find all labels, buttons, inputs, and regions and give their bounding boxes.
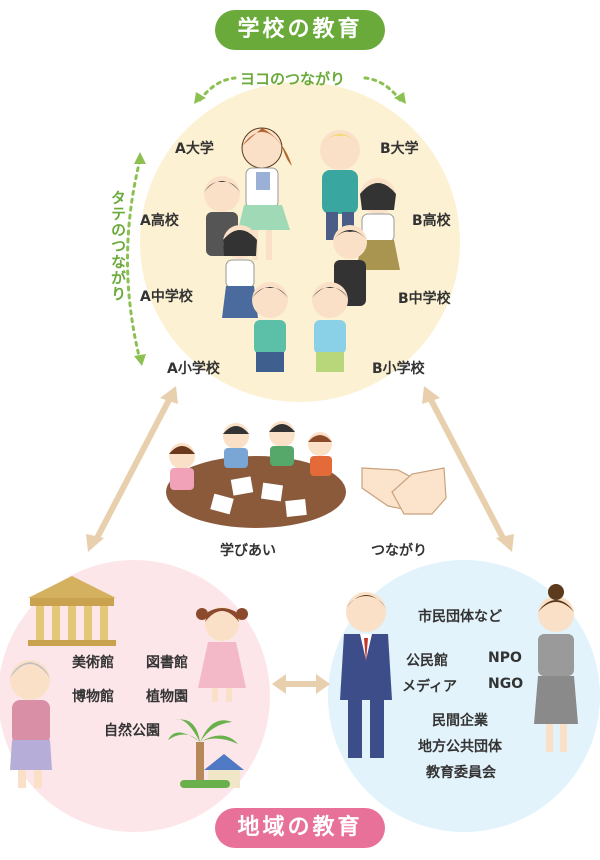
label-b-high: B高校 xyxy=(412,213,451,229)
label-npo: NPO xyxy=(488,650,522,666)
tate-arrowhead-bottom xyxy=(134,354,146,366)
office-lady-illustration xyxy=(534,584,578,752)
businessman-illustration xyxy=(340,592,392,758)
manabiai-illustration xyxy=(166,421,346,528)
tsunagari-label: つながり xyxy=(371,543,427,559)
girl-illustration xyxy=(196,607,248,702)
school-education-title: 学校の教育 xyxy=(215,10,385,50)
handshake-icon xyxy=(361,467,447,515)
tate-label: タテのつながり xyxy=(109,190,127,302)
museum-icon xyxy=(28,576,116,646)
park-icon xyxy=(168,719,244,788)
label-art-museum: 美術館 xyxy=(72,655,114,671)
tate-arrowhead-top xyxy=(134,152,146,164)
label-museum: 博物館 xyxy=(72,689,114,705)
manabiai-label: 学びあい xyxy=(220,543,276,559)
label-a-middle: A中学校 xyxy=(140,289,193,305)
label-private-company: 民間企業 xyxy=(432,713,488,729)
students-illustration xyxy=(204,127,400,372)
label-a-university: A大学 xyxy=(175,141,214,157)
label-nature-park: 自然公園 xyxy=(104,723,160,739)
label-ngo: NGO xyxy=(488,676,524,692)
yoko-arrowhead-left xyxy=(194,92,206,104)
label-library: 図書館 xyxy=(146,655,188,671)
label-b-elementary: B小学校 xyxy=(372,361,425,377)
tate-arrow xyxy=(126,158,142,362)
label-botanical-garden: 植物園 xyxy=(146,689,188,705)
label-a-elementary: A小学校 xyxy=(167,361,220,377)
yoko-arrowhead-right xyxy=(394,92,406,104)
yoko-label: ヨコのつながり xyxy=(240,70,346,88)
label-a-high: A高校 xyxy=(140,213,179,229)
label-b-university: B大学 xyxy=(380,141,419,157)
label-b-middle: B中学校 xyxy=(398,291,451,307)
label-citizen-groups: 市民団体など xyxy=(418,609,502,625)
label-board-of-education: 教育委員会 xyxy=(426,765,496,781)
label-kominkan: 公民館 xyxy=(406,653,448,669)
big-arrows xyxy=(86,386,514,694)
label-media: メディア xyxy=(402,679,458,695)
label-local-government: 地方公共団体 xyxy=(418,739,502,755)
community-education-title: 地域の教育 xyxy=(215,808,385,848)
grandmother-illustration xyxy=(10,660,52,788)
school-circle xyxy=(140,82,460,402)
